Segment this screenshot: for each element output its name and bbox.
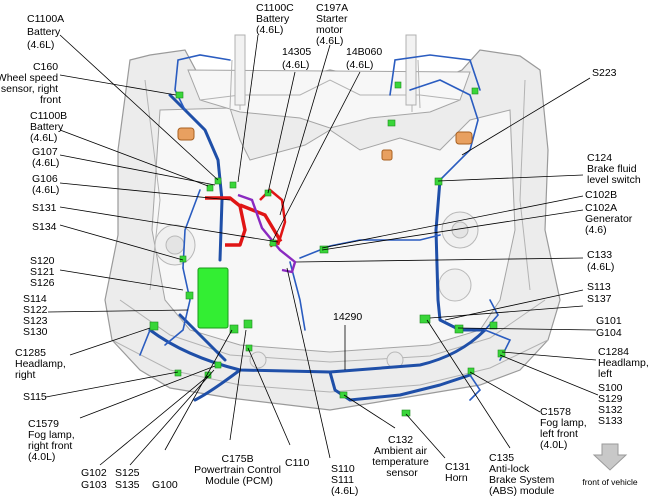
label-s100-group: S100 S129 S132 S133 <box>598 382 625 427</box>
label-s113-group: S113 S137 <box>587 281 614 305</box>
connectors <box>149 81 506 417</box>
leader-lines <box>45 34 599 466</box>
label-g102-group: G102 G103 <box>81 467 110 491</box>
label-c1285: C1285 Headlamp, right <box>15 347 69 381</box>
label-c160: C160 Wheel speed sensor, right front <box>0 61 61 106</box>
label-c1579: C1579 Fog lamp, right front (4.0L) <box>28 418 78 463</box>
label-c1100b: C1100B Battery (4.6L) <box>30 110 70 144</box>
label-g107: G107 (4.6L) <box>32 146 61 169</box>
pcm-module <box>197 267 229 329</box>
label-14305: 14305 (4.6L) <box>282 46 314 71</box>
down-arrow-icon <box>592 443 628 471</box>
engine-compartment-drawing <box>104 34 561 411</box>
label-c131: C131 Horn <box>445 461 473 484</box>
orange-components <box>177 127 473 161</box>
label-s120-group: S120 S121 S126 <box>30 255 57 289</box>
label-s134: S134 <box>32 221 57 233</box>
label-c175b: C175B Powertrain Control Module (PCM) <box>194 453 284 487</box>
front-of-vehicle-indicator: front of vehicle <box>582 443 638 487</box>
label-c124: C124 Brake fluid level switch <box>587 152 641 186</box>
front-of-vehicle-label: front of vehicle <box>582 477 638 487</box>
wiring-harness <box>139 54 512 402</box>
label-s114-group: S114 S122 S123 S130 <box>23 293 50 338</box>
label-s131: S131 <box>32 202 57 214</box>
label-c1100c: C1100C Battery (4.6L) <box>256 2 297 36</box>
label-g106: G106 (4.6L) <box>32 173 61 196</box>
label-c110: C110 <box>285 457 309 469</box>
label-g100: G100 <box>152 479 178 491</box>
label-c133: C133 (4.6L) <box>587 249 615 273</box>
label-c1578: C1578 Fog lamp, left front (4.0L) <box>540 406 590 451</box>
label-s223: S223 <box>592 67 617 79</box>
label-c132: C132 Ambient air temperature sensor <box>372 434 432 479</box>
label-s115: S115 <box>23 391 47 403</box>
label-s125-group: S125 S135 <box>115 467 142 491</box>
label-c1100a: C1100A Battery (4.6L) <box>27 13 67 51</box>
label-14290: 14290 <box>333 311 362 323</box>
label-14b060: 14B060 (4.6L) <box>346 46 385 71</box>
label-c1284: C1284 Headlamp, left <box>598 346 652 380</box>
label-g101-group: G101 G104 <box>596 315 625 339</box>
label-s110-group: S110 S111 (4.6L) <box>331 463 358 496</box>
label-c135: C135 Anti-lock Brake System (ABS) module <box>489 452 557 496</box>
label-c197a: C197A Starter motor (4.6L) <box>316 2 350 47</box>
label-c102-group: C102B C102A Generator (4.6) <box>585 189 635 236</box>
